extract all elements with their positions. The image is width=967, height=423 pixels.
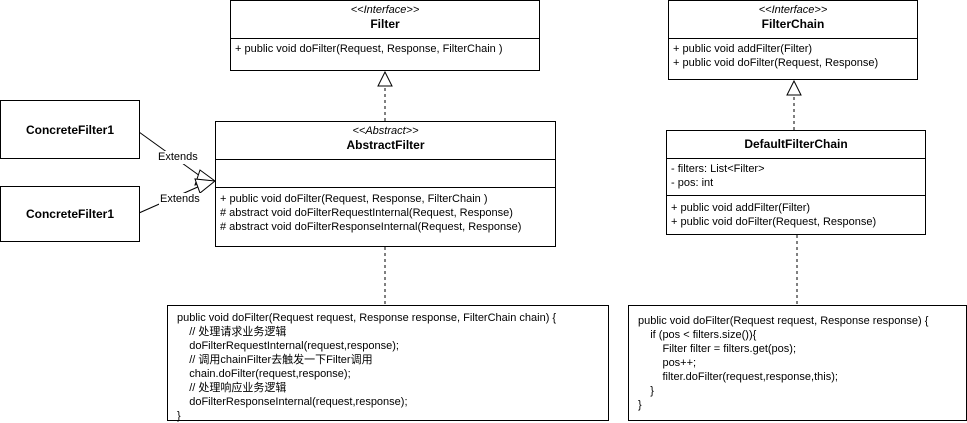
abstractfilter-method: + public void doFilter(Request, Response… bbox=[220, 193, 488, 205]
filterchain-interface-box: <<Interface>> FilterChain + public void … bbox=[668, 0, 918, 80]
filter-stereotype: <<Interface>> bbox=[350, 4, 420, 16]
defaultfilterchain-name: DefaultFilterChain bbox=[744, 137, 848, 151]
note-line: filter.doFilter(request,response,this); bbox=[638, 371, 838, 383]
extends-label-2: Extends bbox=[159, 193, 201, 206]
note-line: doFilterResponseInternal(request,respons… bbox=[177, 396, 408, 408]
filterchain-header: <<Interface>> FilterChain bbox=[669, 1, 917, 39]
abstractfilter-method: # abstract void doFilterResponseInternal… bbox=[220, 221, 522, 233]
defaultfilterchain-fields: - filters: List<Filter> - pos: int bbox=[667, 159, 925, 196]
concretefilter-name: ConcreteFilter1 bbox=[25, 122, 115, 137]
realization-arrowhead-filter bbox=[377, 70, 393, 87]
concretefilter-box-1: ConcreteFilter1 bbox=[0, 100, 140, 159]
filterchain-stereotype: <<Interface>> bbox=[758, 4, 828, 16]
note-line: // 处理请求业务逻辑 bbox=[177, 326, 287, 338]
realization-arrowhead-filterchain bbox=[786, 79, 802, 96]
note-line: } bbox=[638, 385, 654, 397]
note-line: if (pos < filters.size()){ bbox=[638, 329, 757, 341]
note-line: Filter filter = filters.get(pos); bbox=[638, 343, 797, 355]
filterchain-name: FilterChain bbox=[761, 17, 825, 31]
extends-arrowhead-2 bbox=[194, 178, 217, 194]
concretefilter-name: ConcreteFilter1 bbox=[25, 207, 115, 221]
note-line: doFilterRequestInternal(request,response… bbox=[177, 340, 399, 352]
defaultfilterchain-header: DefaultFilterChain bbox=[667, 131, 925, 159]
note-line: // 处理响应业务逻辑 bbox=[177, 382, 287, 394]
abstractfilter-fields bbox=[216, 160, 555, 188]
filter-method: + public void doFilter(Request, Response… bbox=[235, 43, 503, 55]
note-line: } bbox=[177, 410, 181, 422]
note-line: chain.doFilter(request,response); bbox=[177, 368, 351, 380]
abstractfilter-name: AbstractFilter bbox=[346, 138, 425, 152]
filterchain-method: + public void doFilter(Request, Response… bbox=[673, 57, 879, 69]
defaultfilterchain-method: + public void doFilter(Request, Response… bbox=[671, 216, 877, 228]
concretefilter-box-2: ConcreteFilter1 bbox=[0, 186, 140, 242]
note-line: } bbox=[638, 399, 642, 411]
defaultfilterchain-code-note: public void doFilter(Request request, Re… bbox=[628, 305, 967, 421]
filter-header: <<Interface>> Filter bbox=[231, 1, 539, 39]
defaultfilterchain-method: + public void addFilter(Filter) bbox=[671, 202, 811, 214]
note-line: // 调用chainFilter去触发一下Filter调用 bbox=[177, 354, 373, 366]
abstractfilter-class-box: <<Abstract>> AbstractFilter + public voi… bbox=[215, 121, 556, 247]
abstractfilter-methods: + public void doFilter(Request, Response… bbox=[216, 188, 555, 237]
abstractfilter-stereotype: <<Abstract>> bbox=[352, 125, 419, 137]
note-line: public void doFilter(Request request, Re… bbox=[638, 315, 929, 327]
note-line: public void doFilter(Request request, Re… bbox=[177, 312, 557, 324]
defaultfilterchain-class-box: DefaultFilterChain - filters: List<Filte… bbox=[666, 130, 926, 235]
filter-name: Filter bbox=[370, 17, 400, 31]
defaultfilterchain-field: - filters: List<Filter> bbox=[671, 163, 765, 175]
abstractfilter-method: # abstract void doFilterRequestInternal(… bbox=[220, 207, 513, 219]
defaultfilterchain-field: - pos: int bbox=[671, 177, 714, 189]
extends-label-1: Extends bbox=[157, 151, 199, 164]
filterchain-method: + public void addFilter(Filter) bbox=[673, 43, 813, 55]
abstractfilter-header: <<Abstract>> AbstractFilter bbox=[216, 122, 555, 160]
filterchain-methods: + public void addFilter(Filter) + public… bbox=[669, 39, 917, 73]
note-line: pos++; bbox=[638, 357, 697, 369]
abstractfilter-code-note: public void doFilter(Request request, Re… bbox=[167, 305, 609, 422]
filter-methods: + public void doFilter(Request, Response… bbox=[231, 39, 539, 59]
filter-interface-box: <<Interface>> Filter + public void doFil… bbox=[230, 0, 540, 71]
defaultfilterchain-methods: + public void addFilter(Filter) + public… bbox=[667, 196, 925, 232]
